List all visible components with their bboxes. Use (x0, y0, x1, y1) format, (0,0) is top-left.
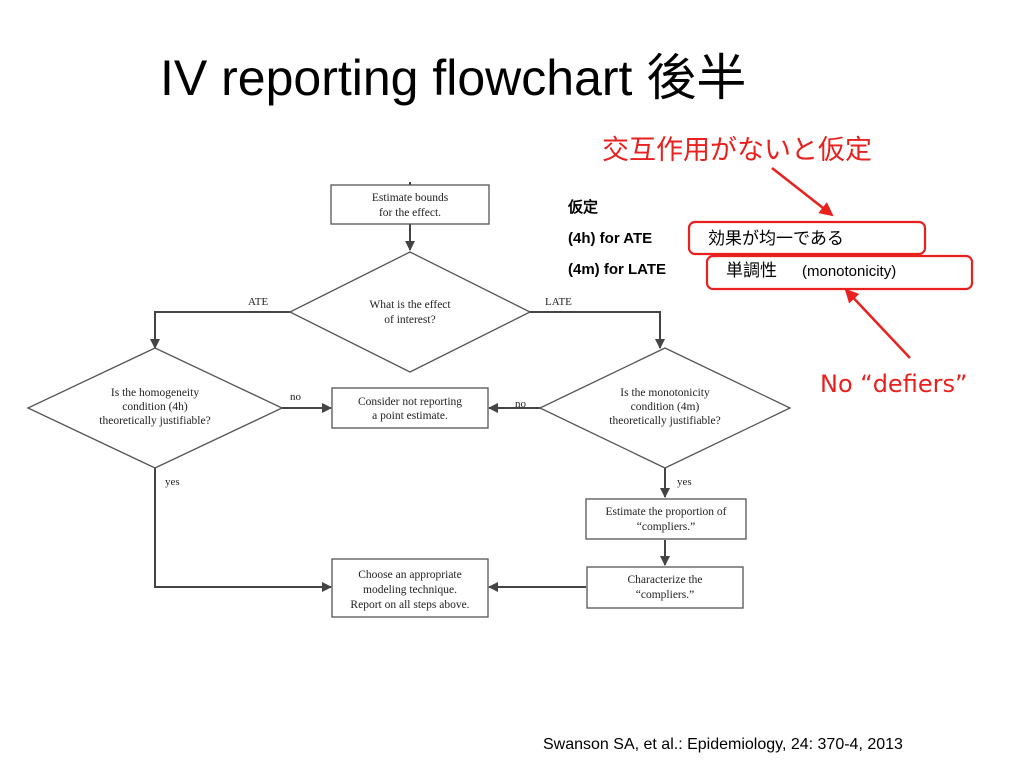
node-estimate-compliers: Estimate the proportion of “compliers.” (585, 498, 747, 540)
arrow-interaction-to-ate (771, 167, 834, 217)
edge-label-ate: ATE (248, 296, 268, 308)
node-estimate-bounds: Estimate bounds for the effect. (330, 184, 490, 225)
edge-label-late: LATE (545, 296, 572, 308)
node-text-line: Estimate the proportion of (605, 506, 726, 518)
node-effect-of-interest: What is the effect of interest? (288, 251, 532, 373)
node-text-line: condition (4m) (631, 401, 700, 413)
node-text-line: Choose an appropriate (358, 569, 461, 581)
defiers-note: No “defiers” (820, 370, 967, 398)
edge-label-yes-right: yes (677, 476, 692, 488)
connector-ate (150, 311, 292, 349)
edge-label-no-right: no (515, 398, 527, 410)
node-text-line: theoretically justifiable? (99, 415, 210, 427)
node-consider-not-reporting: Consider not reporting a point estimate. (331, 387, 489, 429)
citation: Swanson SA, et al.: Epidemiology, 24: 37… (543, 736, 903, 753)
assumption-heading: 仮定 (567, 198, 598, 216)
flowchart-connectors (150, 182, 670, 592)
connector-late (528, 311, 665, 349)
node-characterize-compliers: Characterize the “compliers.” (586, 566, 744, 609)
node-text-line: Estimate bounds (372, 192, 449, 204)
assumption-late-value-jp: 単調性 (726, 261, 777, 281)
node-text-line: What is the effect (369, 299, 451, 311)
assumption-ate-label: (4h) for ATE (568, 230, 652, 247)
node-text-line: theoretically justifiable? (609, 415, 720, 427)
edge-label-yes-left: yes (165, 476, 180, 488)
node-text-line: for the effect. (379, 207, 441, 219)
node-choose-technique: Choose an appropriate modeling technique… (331, 558, 489, 618)
arrow-defiers-to-late (844, 288, 911, 359)
highlight-box-ate (687, 220, 927, 256)
node-text-line: “compliers.” (637, 521, 695, 533)
node-text-line: Is the monotonicity (620, 387, 710, 399)
assumption-late-label: (4m) for LATE (568, 261, 666, 278)
highlight-box-late (705, 254, 974, 291)
edge-label-no-left: no (290, 391, 302, 403)
node-text-line: Is the homogeneity (111, 387, 199, 399)
assumption-ate-value: 効果が均一である (708, 229, 844, 249)
slide-title: IV reporting flowchart 後半 (160, 50, 747, 106)
node-monotonicity: Is the monotonicity condition (4m) theor… (538, 347, 792, 469)
node-text-line: a point estimate. (372, 410, 448, 422)
assumption-late-value-en: (monotonicity) (802, 263, 896, 280)
node-text-line: Characterize the (627, 574, 702, 586)
node-text-line: “compliers.” (636, 589, 694, 601)
connector-yes-left (154, 468, 332, 592)
node-text-line: condition (4h) (122, 401, 188, 413)
node-homogeneity: Is the homogeneity condition (4h) theore… (26, 347, 284, 469)
node-text-line: Consider not reporting (358, 396, 462, 408)
interaction-note: 交互作用がないと仮定 (602, 135, 872, 166)
node-text-line: of interest? (384, 314, 435, 326)
node-text-line: modeling technique. (363, 584, 457, 596)
node-text-line: Report on all steps above. (350, 599, 469, 611)
